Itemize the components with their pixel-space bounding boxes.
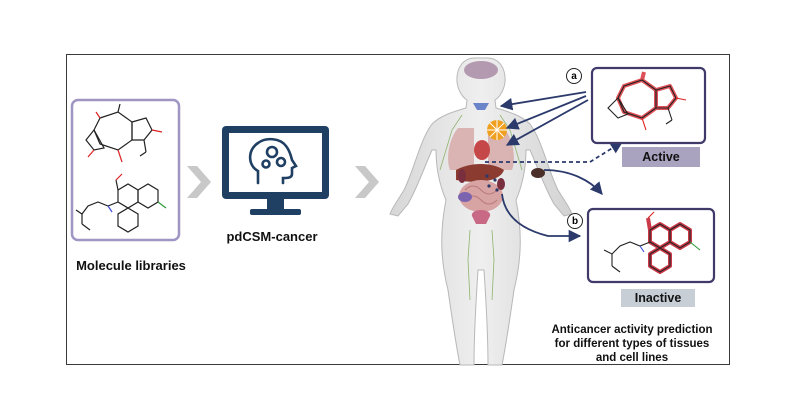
active-result-panel [590,66,707,145]
inactive-badge: Inactive [621,289,695,307]
brain-gears-icon [248,137,298,185]
active-badge: Active [622,147,700,167]
chevron-right-icon [187,166,211,198]
computer-monitor-icon [222,126,329,215]
marker-b: b [567,213,583,229]
molecule-1-structure [85,103,163,163]
molecule-library-panel [70,98,181,242]
molecule-libraries-label: Molecule libraries [76,258,186,273]
human-body-anatomy-icon [389,57,573,366]
prediction-line-2: for different types of tissues [554,338,710,350]
connection-arrows [485,91,624,243]
chevron-right-icon [355,166,379,198]
prediction-line-3: and cell lines [595,352,669,364]
marker-a: a [566,68,582,84]
prediction-caption: Anticancer activity prediction for diffe… [548,323,716,365]
molecule-2-structure [75,173,167,233]
inactive-result-panel [586,207,716,284]
prediction-line-1: Anticancer activity prediction [551,324,713,336]
tool-name-label: pdCSM-cancer [226,229,318,244]
